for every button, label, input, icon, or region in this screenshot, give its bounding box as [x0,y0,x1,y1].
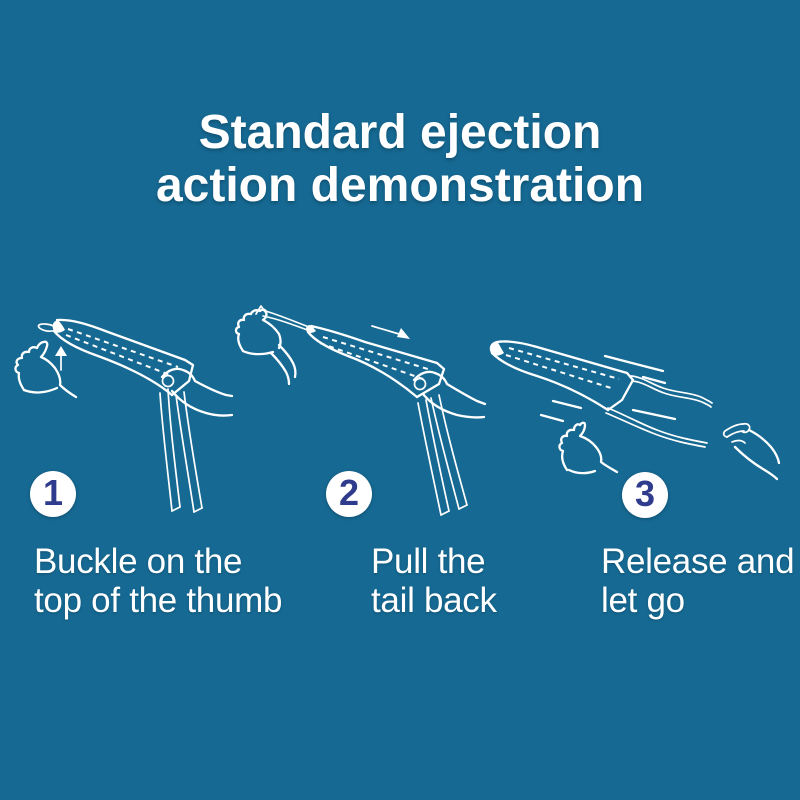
title-line-1: Standard ejection [198,106,602,159]
thumb-up-fist-icon [558,421,619,475]
rubber-band [261,309,311,332]
rocket-dart [37,318,195,397]
tail-ribbons [159,388,203,513]
step-2-number: 2 [338,472,360,513]
page-title: Standard ejection action demonstration [0,106,800,212]
step-3-caption: Release and let go [601,542,795,620]
rocket-dart [305,324,446,399]
step-2-caption: Pull the tail back [371,542,497,620]
step-1-caption: Buckle on the top of the thumb [34,542,282,620]
stitch-dashes [508,347,620,380]
step-3-caption-line-1: Release and [601,542,795,581]
stitch-dashes [319,342,424,380]
tail-ribbons [417,394,468,516]
step-1-number: 1 [42,472,64,513]
arrow-right-icon [371,325,410,339]
step-3-caption-line-2: let go [601,581,685,620]
illustration-step-2-pull-tail [234,305,487,516]
step-3-badge: 3 [622,472,668,518]
step-2-badge: 2 [326,471,372,517]
tail-ring [413,377,427,391]
stitch-dashes [65,334,171,376]
arrow-up-icon [55,346,67,371]
pulling-hand-icon [412,370,487,419]
rocket-dart-flying [489,340,635,412]
thumb-up-fist-icon [14,340,78,399]
step-3-number: 3 [634,473,656,514]
releasing-hand-icon [722,422,781,481]
tail-ribbons-streaming [605,375,713,448]
step-2-caption-line-1: Pull the [371,542,486,581]
step-2-caption-line-2: tail back [371,581,497,620]
stitch-dashes [67,328,179,368]
tail-ring [161,374,175,388]
step-1-badge: 1 [30,471,76,517]
illustration-step-3-release [489,340,781,481]
illustration-step-1-buckle-on-thumb [14,318,234,513]
speed-lines [539,354,677,423]
title-line-2: action demonstration [155,159,645,212]
gripping-hand-icon [160,367,234,417]
step-1-caption-line-2: top of the thumb [34,581,283,620]
step-1-caption-line-1: Buckle on the [34,542,243,581]
